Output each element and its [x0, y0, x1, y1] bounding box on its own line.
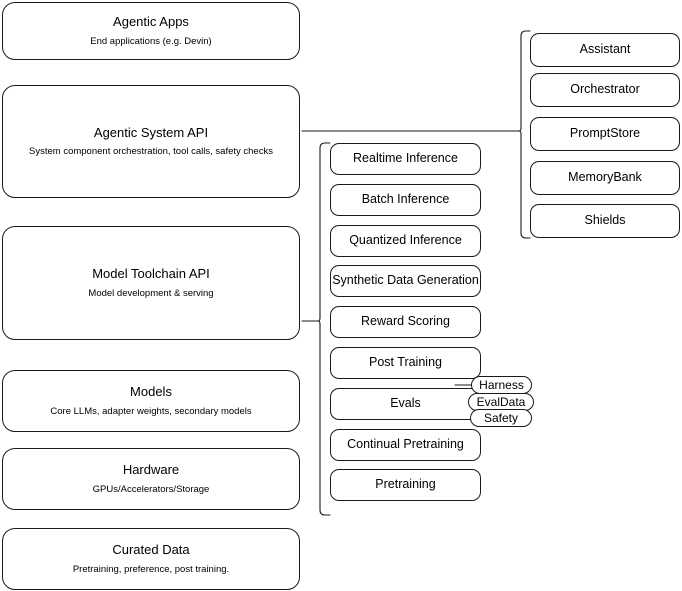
component-post-training[interactable]: Post Training	[330, 347, 481, 379]
component-realtime-inference[interactable]: Realtime Inference	[330, 143, 481, 175]
subcomponent-evaldata[interactable]: EvalData	[468, 393, 534, 411]
component-label: Realtime Inference	[353, 151, 458, 166]
component-synthetic-data-generation[interactable]: Synthetic Data Generation	[330, 265, 481, 297]
layer-models[interactable]: Models Core LLMs, adapter weights, secon…	[2, 370, 300, 432]
component-quantized-inference[interactable]: Quantized Inference	[330, 225, 481, 257]
layer-subtitle: Core LLMs, adapter weights, secondary mo…	[50, 405, 252, 417]
bracket-agentic-components	[512, 30, 531, 132]
bracket-toolchain-components-upper	[312, 142, 331, 322]
component-label: Shields	[584, 213, 626, 228]
component-continual-pretraining[interactable]: Continual Pretraining	[330, 429, 481, 461]
component-label: Pretraining	[375, 477, 436, 492]
layer-title: Hardware	[122, 462, 180, 478]
bracket-agentic-components-lower	[512, 130, 531, 239]
subcomponent-label: EvalData	[476, 394, 526, 409]
layer-hardware[interactable]: Hardware GPUs/Accelerators/Storage	[2, 448, 300, 510]
component-label: Post Training	[369, 355, 442, 370]
component-label: Reward Scoring	[361, 314, 450, 329]
component-label: Continual Pretraining	[347, 437, 464, 452]
component-label: Orchestrator	[570, 82, 640, 97]
layer-subtitle: System component orchestration, tool cal…	[29, 146, 273, 158]
component-evals[interactable]: Evals	[330, 388, 481, 420]
component-label: MemoryBank	[568, 170, 642, 185]
bracket-toolchain-components-lower	[312, 320, 331, 516]
component-orchestrator[interactable]: Orchestrator	[530, 73, 680, 107]
layer-title: Agentic System API	[93, 124, 209, 140]
component-label: Evals	[390, 396, 421, 411]
component-label: Batch Inference	[361, 192, 450, 207]
layer-subtitle: Model development & serving	[88, 287, 214, 299]
layer-model-toolchain-api[interactable]: Model Toolchain API Model development & …	[2, 226, 300, 340]
layer-subtitle: GPUs/Accelerators/Storage	[92, 483, 210, 495]
component-pretraining[interactable]: Pretraining	[330, 469, 481, 501]
subcomponent-label: Safety	[483, 410, 519, 425]
component-promptstore[interactable]: PromptStore	[530, 117, 680, 151]
component-shields[interactable]: Shields	[530, 204, 680, 238]
component-reward-scoring[interactable]: Reward Scoring	[330, 306, 481, 338]
layer-title: Models	[130, 384, 172, 400]
layer-subtitle: End applications (e.g. Devin)	[90, 35, 212, 47]
subcomponent-safety[interactable]: Safety	[470, 409, 532, 427]
component-assistant[interactable]: Assistant	[530, 33, 680, 67]
component-label: PromptStore	[569, 126, 641, 141]
subcomponent-label: Harness	[479, 377, 524, 392]
layer-agentic-apps[interactable]: Agentic Apps End applications (e.g. Devi…	[2, 2, 300, 60]
layer-title: Agentic Apps	[113, 14, 189, 30]
layer-agentic-system-api[interactable]: Agentic System API System component orch…	[2, 85, 300, 198]
component-batch-inference[interactable]: Batch Inference	[330, 184, 481, 216]
component-label: Quantized Inference	[349, 233, 462, 248]
subcomponent-harness[interactable]: Harness	[471, 376, 532, 394]
layer-title: Model Toolchain API	[92, 266, 210, 282]
layer-title: Curated Data	[112, 542, 190, 558]
component-label: Synthetic Data Generation	[332, 273, 479, 288]
layer-curated-data[interactable]: Curated Data Pretraining, preference, po…	[2, 528, 300, 590]
layer-subtitle: Pretraining, preference, post training.	[72, 563, 230, 575]
component-label: Assistant	[579, 42, 631, 57]
component-memorybank[interactable]: MemoryBank	[530, 161, 680, 195]
